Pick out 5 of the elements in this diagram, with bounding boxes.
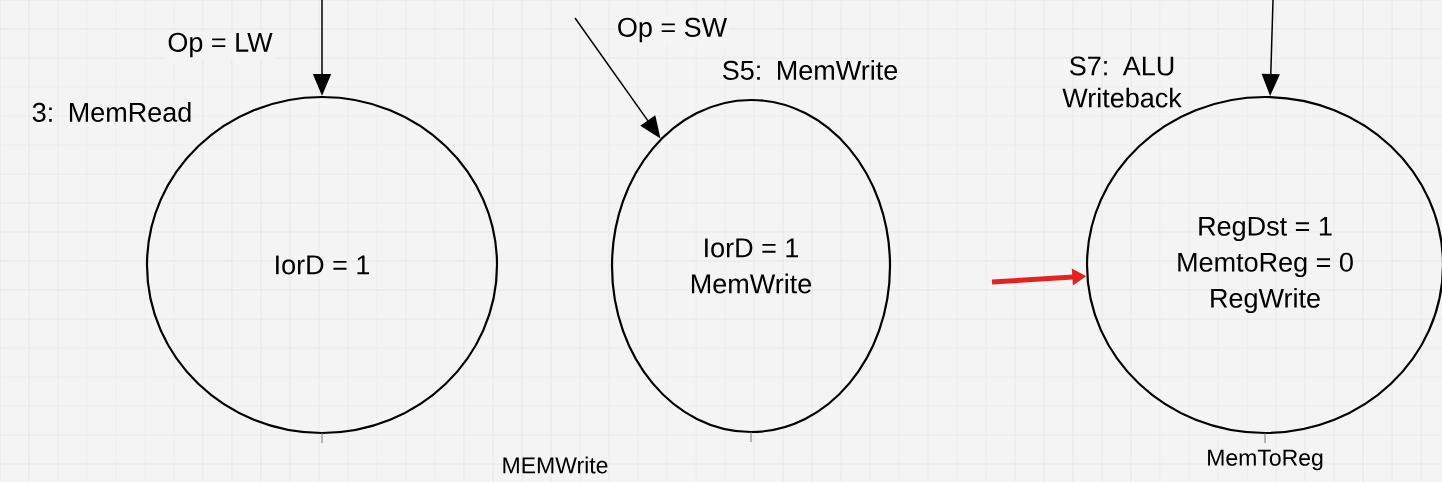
state-name: 3: MemRead <box>32 102 191 122</box>
state-name: S5: MemWrite <box>722 60 898 80</box>
signal-label: MEMWrite <box>503 456 608 474</box>
edge-label: Op = LW <box>165 30 275 60</box>
edge-label: Op = SW <box>614 15 730 45</box>
